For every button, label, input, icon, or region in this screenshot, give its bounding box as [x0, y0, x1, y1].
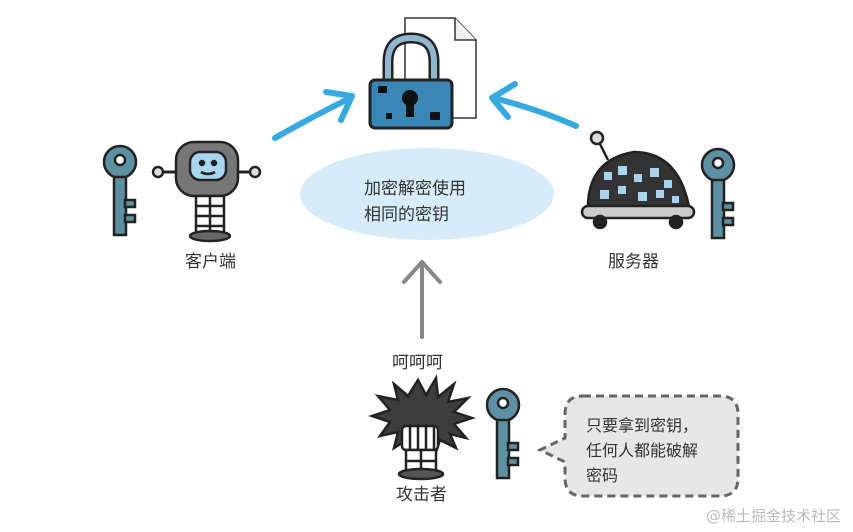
attacker-key-icon [485, 387, 521, 480]
arrow-server-to-lock [489, 81, 579, 129]
arrow-attacker-to-key [402, 260, 442, 339]
attacker-icon [368, 374, 476, 481]
attacker-label: 攻击者 [396, 485, 447, 505]
client-key-icon [102, 144, 138, 237]
server-label: 服务器 [608, 252, 659, 272]
ellipse-label: 加密解密使用 相同的密钥 [364, 176, 514, 228]
server-robot-icon [580, 130, 696, 230]
ellipse-label-line2: 相同的密钥 [364, 205, 449, 225]
speech-bubble-line1: 只要拿到密钥， [586, 416, 699, 435]
attacker-laugh-text: 呵呵呵 [392, 353, 443, 373]
speech-bubble-line2: 任何人都能破解 [586, 441, 699, 460]
ellipse-label-line1: 加密解密使用 [364, 179, 466, 199]
shared-key-ellipse [300, 148, 554, 240]
server-key-icon [700, 147, 736, 240]
arrow-client-to-lock [272, 89, 355, 141]
client-robot-icon [151, 140, 262, 243]
speech-bubble [536, 394, 740, 498]
watermark: @稀土掘金技术社区 [705, 507, 841, 525]
client-label: 客户端 [185, 252, 236, 272]
speech-bubble-line3: 密码 [586, 466, 619, 485]
speech-bubble-text: 只要拿到密钥， 任何人都能破解 密码 [586, 413, 721, 488]
padlock-icon [368, 32, 454, 130]
